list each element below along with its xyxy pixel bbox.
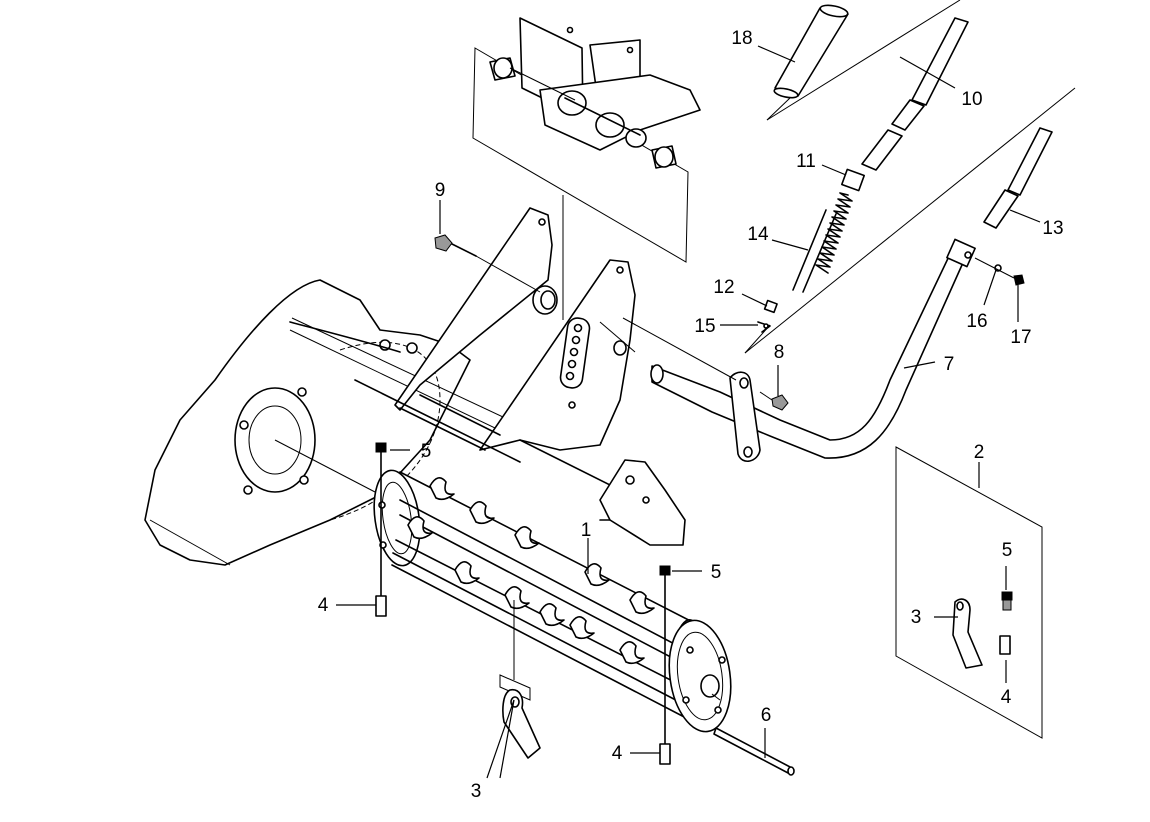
kit-inset-2 xyxy=(895,446,1043,739)
callout-17: 17 xyxy=(1010,327,1031,348)
shaft-pin-6 xyxy=(711,693,795,776)
callout-4: 4 xyxy=(1001,687,1012,708)
bolt-9 xyxy=(434,234,541,293)
callout-6: 6 xyxy=(761,705,772,726)
side-plates xyxy=(289,195,686,546)
spring-14 xyxy=(792,192,853,293)
callout-5: 5 xyxy=(1002,540,1013,561)
callouts: 1 2 3 3 4 4 4 5 5 5 6 7 8 9 10 11 12 13 … xyxy=(318,28,1064,802)
bolt-8 xyxy=(759,391,789,411)
callout-5: 5 xyxy=(421,441,432,462)
fasteners-reel xyxy=(375,442,671,765)
pivot-bracket-inset xyxy=(472,17,701,263)
callout-8: 8 xyxy=(774,342,785,363)
callout-10: 10 xyxy=(961,89,982,110)
callout-18: 18 xyxy=(731,28,752,49)
spring-assembly-inset xyxy=(744,0,1076,354)
callout-16: 16 xyxy=(966,311,987,332)
callout-3: 3 xyxy=(911,607,922,628)
callout-3: 3 xyxy=(471,781,482,802)
callout-4: 4 xyxy=(612,743,623,764)
callout-5: 5 xyxy=(711,562,722,583)
leader-lines xyxy=(336,45,1041,779)
reel-1 xyxy=(373,469,732,733)
callout-15: 15 xyxy=(694,316,715,337)
callout-12: 12 xyxy=(713,277,734,298)
callout-4: 4 xyxy=(318,595,329,616)
callout-1: 1 xyxy=(581,520,592,541)
callout-13: 13 xyxy=(1042,218,1063,239)
callout-11: 11 xyxy=(796,151,816,172)
callout-7: 7 xyxy=(944,354,955,375)
deck-housing xyxy=(144,279,521,566)
callout-2: 2 xyxy=(974,442,985,463)
callout-9: 9 xyxy=(435,180,446,201)
callout-14: 14 xyxy=(747,224,769,245)
roller-shaft-7 xyxy=(599,238,976,462)
